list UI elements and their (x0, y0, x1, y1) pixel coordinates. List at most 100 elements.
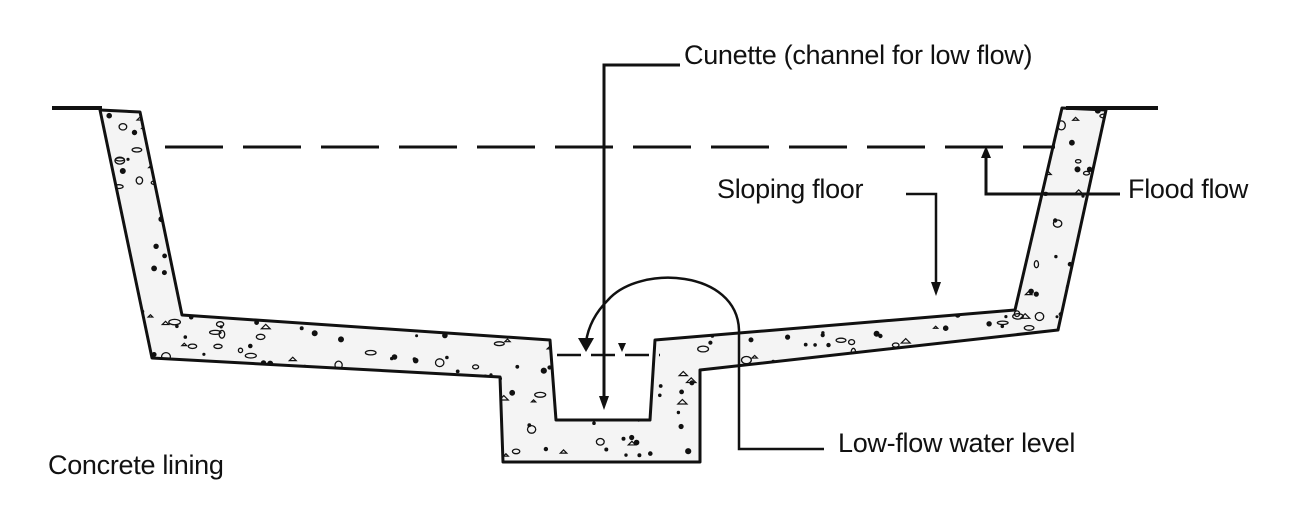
aggregate-speck (894, 276, 905, 282)
aggregate-speck (573, 205, 580, 211)
aggregate-speck (727, 405, 731, 408)
aggregate-speck (622, 307, 628, 313)
aggregate-speck (482, 271, 492, 282)
aggregate-speck (723, 134, 728, 139)
aggregate-speck (1080, 345, 1088, 351)
aggregate-speck (373, 279, 377, 283)
aggregate-speck (518, 260, 522, 265)
cunette-label: Cunette (channel for low flow) (684, 40, 1033, 70)
aggregate-speck (958, 239, 963, 244)
aggregate-speck (391, 354, 398, 360)
aggregate-speck (801, 397, 806, 401)
aggregate-speck (421, 295, 425, 299)
aggregate-speck (216, 431, 223, 437)
aggregate-speck (579, 295, 584, 301)
aggregate-speck (237, 112, 242, 117)
aggregate-speck (659, 206, 671, 216)
aggregate-speck (683, 109, 696, 116)
aggregate-speck (1077, 245, 1082, 251)
aggregate-speck (818, 132, 825, 138)
aggregate-speck (503, 338, 512, 343)
aggregate-speck (372, 264, 377, 269)
aggregate-speck (417, 257, 424, 266)
aggregate-speck (389, 159, 394, 164)
aggregate-speck (576, 343, 584, 352)
aggregate-speck (109, 401, 120, 410)
aggregate-speck (921, 172, 927, 178)
aggregate-speck (759, 283, 769, 289)
aggregate-speck (1029, 181, 1035, 187)
concrete-aggregate (100, 105, 1106, 462)
aggregate-speck (100, 284, 102, 289)
aggregate-speck (765, 279, 777, 286)
aggregate-speck (907, 173, 918, 180)
aggregate-speck (299, 215, 311, 223)
aggregate-speck (350, 273, 355, 279)
aggregate-speck (178, 380, 184, 385)
aggregate-speck (400, 427, 410, 437)
aggregate-speck (590, 305, 595, 309)
aggregate-speck (576, 181, 587, 192)
aggregate-speck (853, 422, 862, 428)
aggregate-speck (131, 129, 138, 136)
aggregate-speck (221, 111, 226, 116)
aggregate-speck (690, 250, 697, 256)
aggregate-speck (430, 457, 441, 462)
aggregate-speck (298, 379, 304, 385)
aggregate-speck (226, 228, 232, 234)
aggregate-speck (233, 428, 240, 436)
aggregate-speck (244, 352, 257, 359)
aggregate-speck (373, 289, 380, 297)
aggregate-speck (747, 442, 757, 447)
aggregate-speck (249, 139, 253, 144)
aggregate-speck (486, 398, 496, 407)
aggregate-speck (1074, 166, 1081, 173)
aggregate-speck (151, 265, 158, 272)
aggregate-speck (114, 157, 125, 162)
aggregate-speck (328, 385, 335, 392)
aggregate-speck (907, 283, 911, 288)
aggregate-speck (733, 156, 738, 161)
aggregate-speck (808, 451, 813, 456)
aggregate-speck (296, 157, 301, 161)
aggregate-speck (965, 210, 969, 214)
aggregate-speck (100, 259, 104, 264)
aggregate-speck (539, 306, 549, 316)
aggregate-speck (808, 251, 817, 261)
aggregate-speck (359, 121, 368, 130)
aggregate-speck (357, 406, 363, 412)
aggregate-speck (248, 414, 253, 419)
aggregate-speck (859, 148, 869, 159)
aggregate-speck (823, 158, 828, 163)
aggregate-speck (410, 196, 417, 203)
aggregate-speck (887, 184, 899, 190)
aggregate-speck (287, 356, 298, 362)
aggregate-speck (262, 259, 266, 263)
aggregate-speck (225, 456, 231, 462)
aggregate-speck (100, 215, 107, 222)
aggregate-speck (826, 342, 831, 348)
aggregate-speck (145, 105, 147, 107)
aggregate-speck (920, 243, 932, 254)
aggregate-speck (244, 108, 250, 110)
aggregate-speck (385, 154, 391, 159)
aggregate-speck (748, 337, 754, 343)
aggregate-speck (979, 249, 985, 256)
aggregate-speck (1000, 189, 1003, 193)
aggregate-speck (891, 342, 900, 348)
aggregate-speck (232, 158, 239, 164)
aggregate-speck (867, 137, 872, 141)
aggregate-speck (584, 196, 595, 201)
aggregate-speck (971, 220, 975, 224)
aggregate-speck (579, 359, 585, 369)
aggregate-speck (697, 345, 710, 353)
aggregate-speck (255, 333, 266, 341)
aggregate-speck (939, 119, 948, 125)
aggregate-speck (816, 416, 822, 422)
aggregate-speck (1006, 158, 1011, 163)
aggregate-speck (733, 278, 743, 284)
aggregate-speck (637, 155, 645, 160)
aggregate-speck (537, 294, 543, 300)
aggregate-speck (631, 373, 641, 383)
aggregate-speck (605, 411, 614, 416)
